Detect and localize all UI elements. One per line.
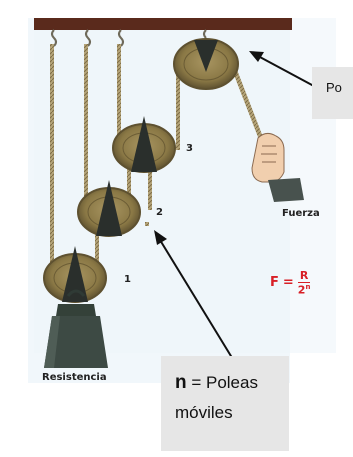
fixed-pulley-callout-text: Po [326, 80, 342, 95]
fixed-pulley-callout: Po [312, 67, 353, 119]
ceiling-hooks [51, 29, 207, 47]
movable-pulley-2 [77, 180, 141, 237]
formula-lhs: F [270, 275, 279, 291]
pulley-label-1: 1 [124, 274, 131, 285]
n-symbol: n [175, 372, 187, 393]
arrow-to-movable-pulley [154, 230, 235, 362]
weight [44, 289, 108, 368]
formula-denominator-base: 2 [297, 283, 306, 297]
formula-denominator: 2n [298, 283, 311, 296]
hand-icon [251, 132, 304, 202]
fixed-pulley [173, 38, 239, 90]
movable-pulley-1 [43, 246, 107, 303]
pulley-label-2: 2 [156, 207, 163, 218]
force-formula: F = R 2n [270, 270, 310, 296]
force-label: Fuerza [282, 208, 320, 219]
pulley-label-3: 3 [186, 143, 193, 154]
ceiling-beam [34, 18, 292, 30]
formula-equals: = [282, 275, 294, 291]
movable-pulleys-callout: n = Poleas móviles [161, 356, 289, 451]
formula-numerator: R [297, 269, 311, 283]
movable-pulleys-text: = Poleas móviles [175, 373, 258, 422]
movable-pulley-3 [112, 116, 176, 173]
formula-fraction: R 2n [298, 270, 311, 296]
resistance-label: Resistencia [42, 372, 107, 383]
formula-denominator-exponent: n [305, 283, 311, 291]
